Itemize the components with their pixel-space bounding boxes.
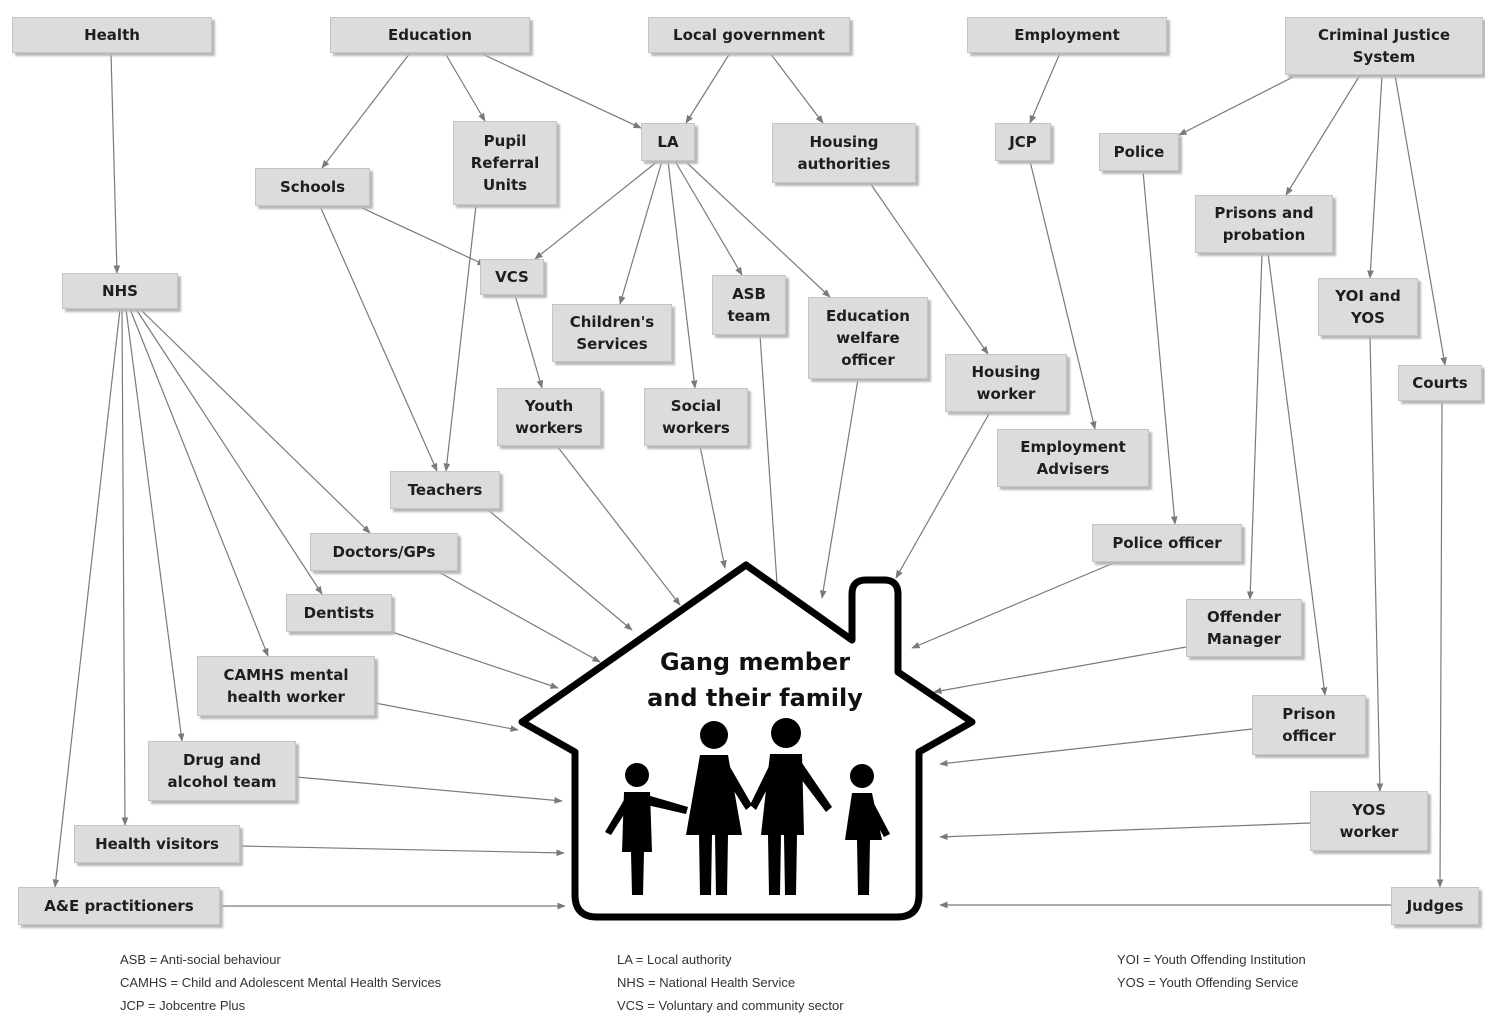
connector-arrow: [1394, 74, 1448, 366]
connector-arrow: [618, 160, 663, 305]
connector-arrow: [667, 160, 698, 389]
connector-arrow: [699, 445, 727, 569]
connector-arrow: [436, 570, 601, 663]
education-box: Education: [330, 17, 530, 53]
teachers-box: Teachers: [390, 471, 500, 509]
childrens-services-box: Children's Services: [552, 304, 672, 362]
house-title: Gang member and their family: [647, 648, 863, 712]
connector-arrow: [1369, 335, 1384, 792]
legend-item: YOS = Youth Offending Service: [1117, 975, 1299, 990]
dentists-box: Dentists: [286, 594, 392, 632]
connector-arrow: [933, 646, 1187, 694]
house-icon: [518, 561, 976, 921]
connector-arrow: [135, 308, 323, 595]
vcs-box: VCS: [480, 259, 544, 295]
connector-arrow: [319, 205, 438, 472]
connector-arrow: [443, 204, 477, 472]
health-box: Health: [12, 17, 212, 53]
connector-arrow: [121, 308, 129, 826]
connector-arrow: [674, 160, 743, 276]
connector-arrow: [1436, 400, 1444, 888]
connector-arrow: [759, 334, 781, 599]
social-workers-box: Social workers: [644, 388, 748, 446]
asb-team-box: ASB team: [712, 275, 786, 335]
la-box: LA: [641, 123, 695, 161]
connector-arrow: [534, 160, 659, 260]
jcp-box: JCP: [995, 123, 1051, 161]
connector-arrow: [139, 308, 371, 534]
legend-item: VCS = Voluntary and community sector: [617, 998, 844, 1013]
connector-arrow: [52, 308, 121, 888]
connector-arrow: [479, 52, 642, 129]
connector-arrow: [769, 52, 824, 124]
nhs-box: NHS: [62, 273, 178, 309]
prison-officer-box: Prison officer: [1252, 695, 1366, 755]
police-box: Police: [1099, 133, 1179, 171]
connector-arrow: [444, 52, 486, 122]
connector-arrow: [129, 308, 269, 657]
legend-column-3: YOI = Youth Offending Institution YOS = …: [1117, 948, 1306, 994]
legend-item: JCP = Jobcentre Plus: [120, 998, 246, 1013]
family-icon: [605, 718, 890, 895]
offender-manager-box: Offender Manager: [1186, 599, 1302, 657]
connector-arrow: [819, 378, 859, 599]
legend-item: LA = Local authority: [617, 952, 732, 967]
connector-arrow: [911, 561, 1117, 649]
yos-worker-box: YOS worker: [1310, 791, 1428, 851]
connector-arrow: [1029, 160, 1097, 430]
legend-item: ASB = Anti-social behaviour: [120, 952, 281, 967]
connector-arrow: [239, 845, 565, 857]
health-visitors-box: Health visitors: [74, 825, 240, 863]
connector-arrow: [685, 52, 731, 124]
employment-advisers-box: Employment Advisers: [997, 429, 1149, 487]
legend-column-2: LA = Local authority NHS = National Heal…: [617, 948, 844, 1017]
pupil-referral-units-box: Pupil Referral Units: [453, 121, 557, 205]
connector-arrow: [939, 728, 1253, 767]
connector-arrow: [556, 445, 681, 606]
legend-column-1: ASB = Anti-social behaviour CAMHS = Chil…: [120, 948, 441, 1017]
connector-arrow: [869, 182, 989, 355]
connector-arrow: [374, 702, 519, 732]
connector-arrow: [486, 508, 633, 631]
connector-arrow: [344, 199, 486, 266]
connector-arrow: [1178, 76, 1294, 136]
connector-arrow: [939, 822, 1311, 841]
courts-box: Courts: [1398, 365, 1482, 401]
connector-arrow: [1246, 252, 1263, 600]
police-officer-box: Police officer: [1092, 524, 1242, 562]
judges-box: Judges: [1391, 887, 1479, 925]
employment-box: Employment: [967, 17, 1167, 53]
yoi-yos-box: YOI and YOS: [1318, 278, 1418, 336]
connector-arrow: [110, 52, 121, 274]
doctors-gps-box: Doctors/GPs: [310, 533, 458, 571]
ae-practitioners-box: A&E practitioners: [18, 887, 220, 925]
connector-arrow: [321, 52, 411, 169]
connector-arrow: [1367, 74, 1383, 279]
education-welfare-officer-box: Education welfare officer: [808, 297, 928, 379]
youth-workers-box: Youth workers: [497, 388, 601, 446]
legend-item: CAMHS = Child and Adolescent Mental Heal…: [120, 975, 442, 990]
legend-item: NHS = National Health Service: [617, 975, 796, 990]
connector-arrow: [391, 631, 559, 689]
prisons-probation-box: Prisons and probation: [1195, 195, 1333, 253]
connector-arrow: [684, 160, 831, 298]
local-government-box: Local government: [648, 17, 850, 53]
housing-worker-box: Housing worker: [945, 354, 1067, 412]
connector-arrow: [1267, 252, 1328, 696]
housing-authorities-box: Housing authorities: [772, 123, 916, 183]
connector-arrow: [514, 294, 544, 389]
connector-arrow: [1285, 74, 1361, 196]
camhs-box: CAMHS mental health worker: [197, 656, 375, 716]
connector-arrow: [125, 308, 185, 742]
connector-arrow: [895, 411, 991, 579]
connector-arrow: [295, 776, 563, 804]
criminal-justice-box: Criminal Justice System: [1285, 17, 1483, 75]
connector-arrow: [1142, 170, 1178, 525]
drug-alcohol-team-box: Drug and alcohol team: [148, 741, 296, 801]
schools-box: Schools: [255, 168, 370, 206]
connector-arrow: [1029, 52, 1061, 124]
legend-item: YOI = Youth Offending Institution: [1117, 952, 1306, 967]
